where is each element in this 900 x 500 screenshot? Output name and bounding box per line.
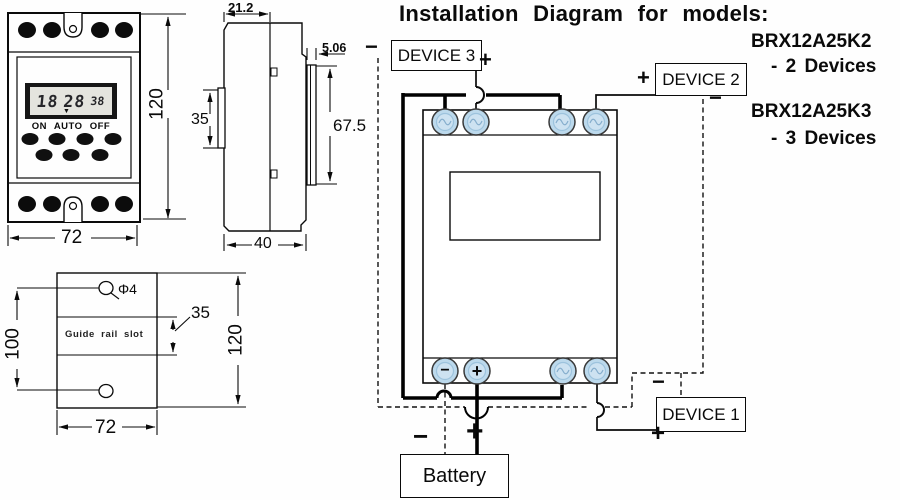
device1-plus-sign: +	[651, 420, 666, 447]
din-clip	[217, 87, 226, 149]
din-rail-strip	[306, 64, 317, 186]
guide-rail-slot-label: Guide rail slot	[65, 329, 144, 340]
terminal-bottom-positive	[463, 357, 491, 385]
device1-minus-sign: −	[652, 369, 665, 394]
front-view-drawing	[7, 12, 186, 246]
lcd-seconds: 38	[89, 94, 106, 108]
battery-box: Battery	[400, 454, 509, 498]
plate-view-drawing	[14, 272, 246, 435]
plate-top-hole	[98, 280, 114, 296]
device2-minus-sign: −	[709, 85, 722, 110]
negative-wires	[377, 58, 704, 454]
front-height-dim: 120	[146, 88, 168, 120]
plate-slot-dim: 35	[191, 303, 210, 322]
plate-hole-spacing-dim: 100	[2, 328, 24, 360]
device2-box: DEVICE 2	[655, 63, 747, 96]
terminal-top-2	[462, 108, 490, 136]
side-rail-offset-dim: 5.06	[322, 41, 347, 55]
device3-minus-sign: −	[365, 34, 378, 59]
battery-label: Battery	[422, 464, 487, 487]
device1-label: DEVICE 1	[662, 404, 740, 424]
side-depth-dim: 40	[254, 235, 272, 252]
terminal-top-1	[431, 108, 459, 136]
front-width-dim: 72	[61, 227, 83, 248]
mode-labels: ON AUTO OFF	[31, 121, 111, 132]
terminal-screws	[431, 108, 611, 385]
model-2-name: BRX12A25K3	[751, 101, 872, 122]
plate-dimensions	[14, 272, 246, 435]
timer-unit-display	[449, 171, 601, 241]
side-rail-height-dim: 67.5	[333, 116, 367, 135]
model-1-name: BRX12A25K2	[751, 31, 872, 52]
wire-hop-icon	[464, 406, 489, 420]
plate-width-dim: 72	[95, 417, 117, 438]
terminal-bottom-negative	[431, 357, 459, 385]
side-clip-dim: 35	[191, 111, 209, 128]
side-view-drawing	[203, 11, 345, 251]
timer-unit-body	[422, 109, 618, 384]
terminal-negative-sign: −	[440, 362, 450, 379]
lcd-time: 18 28 38	[29, 88, 113, 114]
wire-hop-icon	[435, 389, 453, 399]
model-1-desc: - 2 Devices	[771, 56, 877, 77]
device-positive-wires	[475, 70, 656, 431]
positive-bus-wires	[401, 93, 564, 456]
terminal-top-3	[548, 108, 576, 136]
device2-label: DEVICE 2	[662, 69, 740, 89]
terminal-positive-sign: +	[471, 361, 483, 381]
display-cursor-icon: ▼	[63, 108, 70, 115]
device3-box: DEVICE 3	[391, 40, 482, 71]
lcd-screen	[30, 87, 112, 115]
wiring-drawing	[377, 58, 704, 456]
page-title: Installation Diagram for models:	[399, 1, 769, 26]
plate-height-dim: 120	[225, 324, 247, 356]
device3-label: DEVICE 3	[397, 45, 476, 65]
terminal-bottom-3	[549, 357, 577, 385]
front-bottom-terminals	[18, 196, 133, 212]
battery-minus-sign: −	[413, 421, 429, 451]
lcd-hours: 18	[35, 91, 60, 111]
device2-plus-sign: +	[637, 65, 650, 90]
terminal-top-4	[582, 108, 610, 136]
terminal-bottom-4	[583, 357, 611, 385]
plate-bottom-hole	[98, 383, 114, 399]
side-top-width-dim: 21.2	[228, 0, 254, 15]
side-dimensions	[203, 11, 345, 251]
device3-plus-sign: +	[479, 47, 492, 72]
device1-box: DEVICE 1	[656, 397, 746, 432]
plate-hole-diameter: Φ4	[118, 281, 137, 297]
front-buttons	[21, 133, 122, 161]
model-2-desc: - 3 Devices	[771, 128, 877, 149]
battery-plus-sign: +	[466, 415, 484, 448]
front-dimensions	[7, 13, 186, 246]
front-top-terminals	[18, 22, 133, 38]
